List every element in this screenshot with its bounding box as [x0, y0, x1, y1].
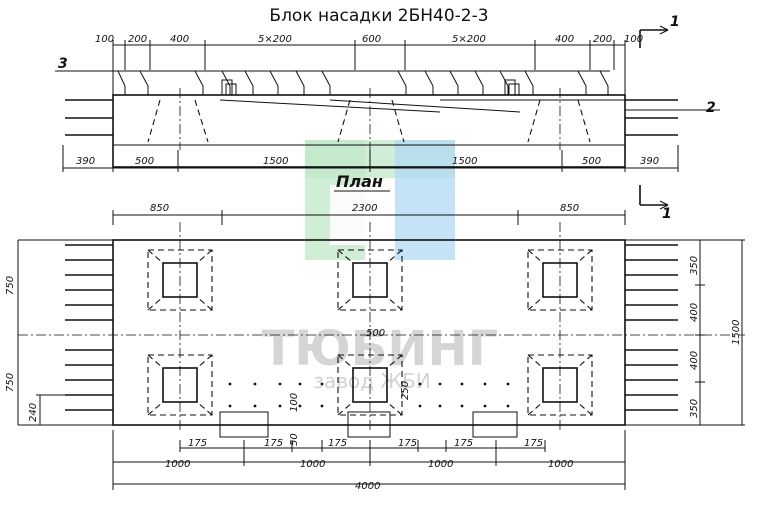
svg-text:850: 850 — [150, 203, 169, 214]
socket-bottom-left — [147, 354, 213, 416]
plan-socket-dims: 250 100 50 — [289, 381, 411, 446]
svg-text:850: 850 — [560, 203, 579, 214]
svg-text:500: 500 — [135, 156, 154, 167]
svg-text:100: 100 — [624, 34, 643, 45]
svg-text:175: 175 — [524, 438, 543, 449]
svg-text:100: 100 — [289, 393, 300, 412]
svg-text:175: 175 — [264, 438, 283, 449]
plan-view — [17, 210, 745, 490]
plan-center-dim: 500 — [366, 328, 385, 339]
svg-text:5×200: 5×200 — [258, 34, 292, 45]
plan-left-dims: 750 750 240 — [5, 276, 39, 422]
socket-bottom-center — [337, 354, 403, 416]
socket-top-left — [147, 249, 213, 311]
svg-text:2300: 2300 — [352, 203, 377, 214]
svg-text:1000: 1000 — [428, 459, 453, 470]
plan-bottom-dims: 1000 1000 1000 1000 — [165, 459, 573, 470]
svg-text:1500: 1500 — [263, 156, 288, 167]
drawing-title: Блок насадки 2БН40-2-3 — [269, 6, 489, 26]
svg-text:500: 500 — [582, 156, 601, 167]
svg-text:50: 50 — [289, 433, 300, 446]
plan-top-dims: 850 2300 850 — [150, 203, 579, 214]
svg-text:400: 400 — [170, 34, 189, 45]
svg-text:1500: 1500 — [731, 320, 742, 345]
svg-text:390: 390 — [640, 156, 659, 167]
svg-text:250: 250 — [400, 381, 411, 400]
plan-total-dim: 4000 — [355, 481, 380, 492]
svg-text:750: 750 — [5, 276, 16, 295]
svg-text:1000: 1000 — [300, 459, 325, 470]
watermark-logo — [305, 140, 455, 260]
svg-text:750: 750 — [5, 373, 16, 392]
svg-text:5×200: 5×200 — [452, 34, 486, 45]
svg-text:240: 240 — [28, 403, 39, 422]
elevation-bottom-dims: 390 500 1500 1500 500 390 — [76, 156, 659, 167]
section-mark-top: 1 — [639, 14, 680, 48]
socket-top-right — [527, 249, 593, 311]
watermark-sub: завод ЖБИ — [313, 369, 430, 393]
plan-label: План — [336, 172, 383, 191]
section-mark-bottom: 1 — [639, 185, 672, 222]
svg-text:200: 200 — [593, 34, 612, 45]
plan-bottom-small-dims: 175 175 175 175 175 175 — [188, 438, 543, 449]
svg-text:400: 400 — [689, 303, 700, 322]
svg-text:175: 175 — [398, 438, 417, 449]
callout-2: 2 — [706, 100, 716, 116]
svg-text:200: 200 — [128, 34, 147, 45]
plan-right-dims: 350 400 400 350 1500 — [689, 256, 742, 418]
svg-text:350: 350 — [689, 399, 700, 418]
svg-text:100: 100 — [95, 34, 114, 45]
svg-text:1: 1 — [662, 206, 672, 222]
svg-text:1: 1 — [670, 14, 680, 30]
svg-text:175: 175 — [188, 438, 207, 449]
socket-top-center — [337, 249, 403, 311]
svg-text:1000: 1000 — [548, 459, 573, 470]
elevation-view: 3 — [55, 40, 720, 172]
svg-text:400: 400 — [689, 351, 700, 370]
svg-text:175: 175 — [454, 438, 473, 449]
svg-text:400: 400 — [555, 34, 574, 45]
svg-text:600: 600 — [362, 34, 381, 45]
svg-text:175: 175 — [328, 438, 347, 449]
svg-text:390: 390 — [76, 156, 95, 167]
svg-text:350: 350 — [689, 256, 700, 275]
callout-3: 3 — [58, 56, 68, 72]
svg-text:1000: 1000 — [165, 459, 190, 470]
elevation-top-dims: 100 200 400 5×200 600 5×200 400 200 100 — [95, 34, 643, 45]
socket-bottom-right — [527, 354, 593, 416]
svg-text:1500: 1500 — [452, 156, 477, 167]
